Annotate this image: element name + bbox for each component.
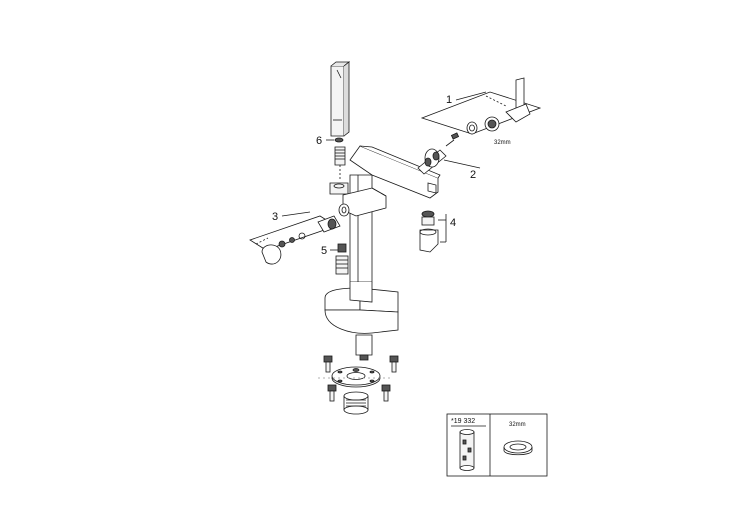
shower-holder bbox=[329, 182, 349, 195]
mounting-plate bbox=[318, 366, 395, 394]
anchor-screw bbox=[381, 384, 391, 402]
inset-tool-icon bbox=[459, 429, 475, 471]
inset-size-label: 32mm bbox=[509, 422, 526, 428]
dimension-label: 32mm bbox=[494, 140, 511, 146]
anchor-screw bbox=[327, 384, 337, 402]
threaded-nut bbox=[343, 391, 369, 415]
callout-4: 4 bbox=[450, 217, 456, 229]
anchor-screw bbox=[389, 355, 399, 373]
mixer-column bbox=[338, 145, 441, 283]
callout-3: 3 bbox=[272, 211, 278, 223]
callout-1: 1 bbox=[446, 94, 452, 106]
washer-part-6 bbox=[326, 137, 344, 143]
callout-5: 5 bbox=[321, 245, 327, 257]
anchor-screw bbox=[323, 355, 333, 373]
inset-ring-icon bbox=[503, 440, 533, 456]
cartridge-part-2 bbox=[417, 139, 481, 175]
hose-nipple-part-5 bbox=[330, 243, 349, 275]
hose-connector bbox=[334, 146, 346, 180]
diverter-part-4 bbox=[419, 210, 447, 253]
callout-2: 2 bbox=[470, 169, 476, 181]
hand-shower bbox=[330, 61, 351, 137]
side-knob-part-3 bbox=[249, 215, 341, 265]
inset-part-number: *19 332 bbox=[451, 418, 475, 425]
callout-6: 6 bbox=[316, 135, 322, 147]
lever-handle-part-1 bbox=[420, 77, 542, 140]
base-plate bbox=[324, 282, 399, 361]
